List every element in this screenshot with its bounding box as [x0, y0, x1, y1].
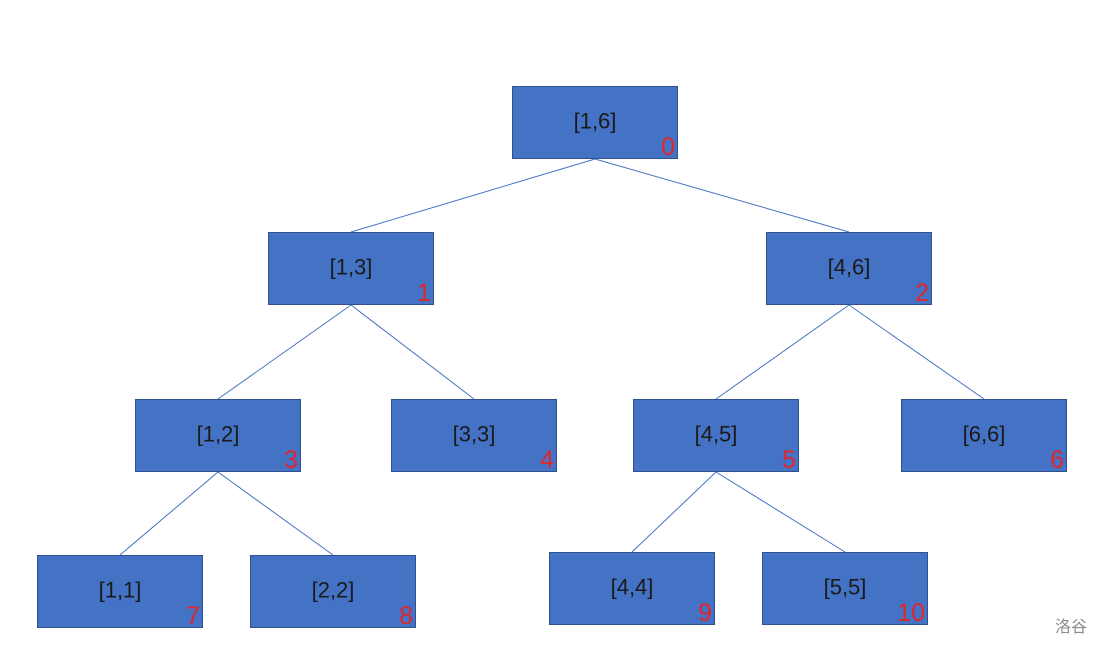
tree-node: [4,5] 5	[633, 399, 799, 474]
tree-node: [5,5] 10	[762, 552, 928, 627]
tree-edge	[217, 471, 334, 556]
tree-node: [4,6] 2	[766, 232, 932, 307]
node-index-label: 10	[897, 599, 925, 627]
node-index-label: 5	[782, 446, 796, 474]
tree-edge	[119, 471, 219, 556]
tree-node: [6,6] 6	[901, 399, 1067, 474]
node-index-label: 7	[186, 602, 200, 630]
tree-edge	[350, 158, 596, 233]
node-interval-label: [4,5]	[694, 421, 738, 447]
node-index-label: 0	[661, 133, 675, 161]
tree-edge	[848, 304, 985, 400]
node-interval-label: [4,4]	[610, 574, 654, 600]
node-interval-label: [1,1]	[98, 577, 142, 603]
watermark: 洛谷	[1054, 619, 1087, 636]
tree-edge	[715, 304, 850, 400]
node-interval-label: [6,6]	[962, 421, 1006, 447]
tree-node: [4,4] 9	[549, 552, 715, 627]
node-interval-label: [2,2]	[311, 577, 355, 603]
node-index-label: 2	[915, 279, 929, 307]
node-interval-label: [1,6]	[573, 108, 617, 134]
node-index-label: 6	[1050, 446, 1064, 474]
tree-node: [1,6] 0	[512, 86, 678, 161]
tree-node: [3,3] 4	[391, 399, 557, 474]
tree-edge	[350, 304, 475, 400]
tree-edge	[715, 471, 846, 553]
node-index-label: 4	[540, 446, 554, 474]
tree-edge	[594, 158, 850, 233]
tree-node: [2,2] 8	[250, 555, 416, 630]
node-index-label: 9	[698, 599, 712, 627]
node-interval-label: [1,3]	[329, 254, 373, 280]
node-interval-label: [1,2]	[196, 421, 240, 447]
node-index-label: 3	[284, 446, 298, 474]
node-interval-label: [5,5]	[823, 574, 867, 600]
node-interval-label: [3,3]	[452, 421, 496, 447]
tree-node: [1,2] 3	[135, 399, 301, 474]
tree-node: [1,3] 1	[268, 232, 434, 307]
node-index-label: 8	[399, 602, 413, 630]
tree-node: [1,1] 7	[37, 555, 203, 630]
node-index-label: 1	[417, 279, 431, 307]
tree-edge	[217, 304, 352, 400]
node-interval-label: [4,6]	[827, 254, 871, 280]
tree-edge	[631, 471, 717, 553]
